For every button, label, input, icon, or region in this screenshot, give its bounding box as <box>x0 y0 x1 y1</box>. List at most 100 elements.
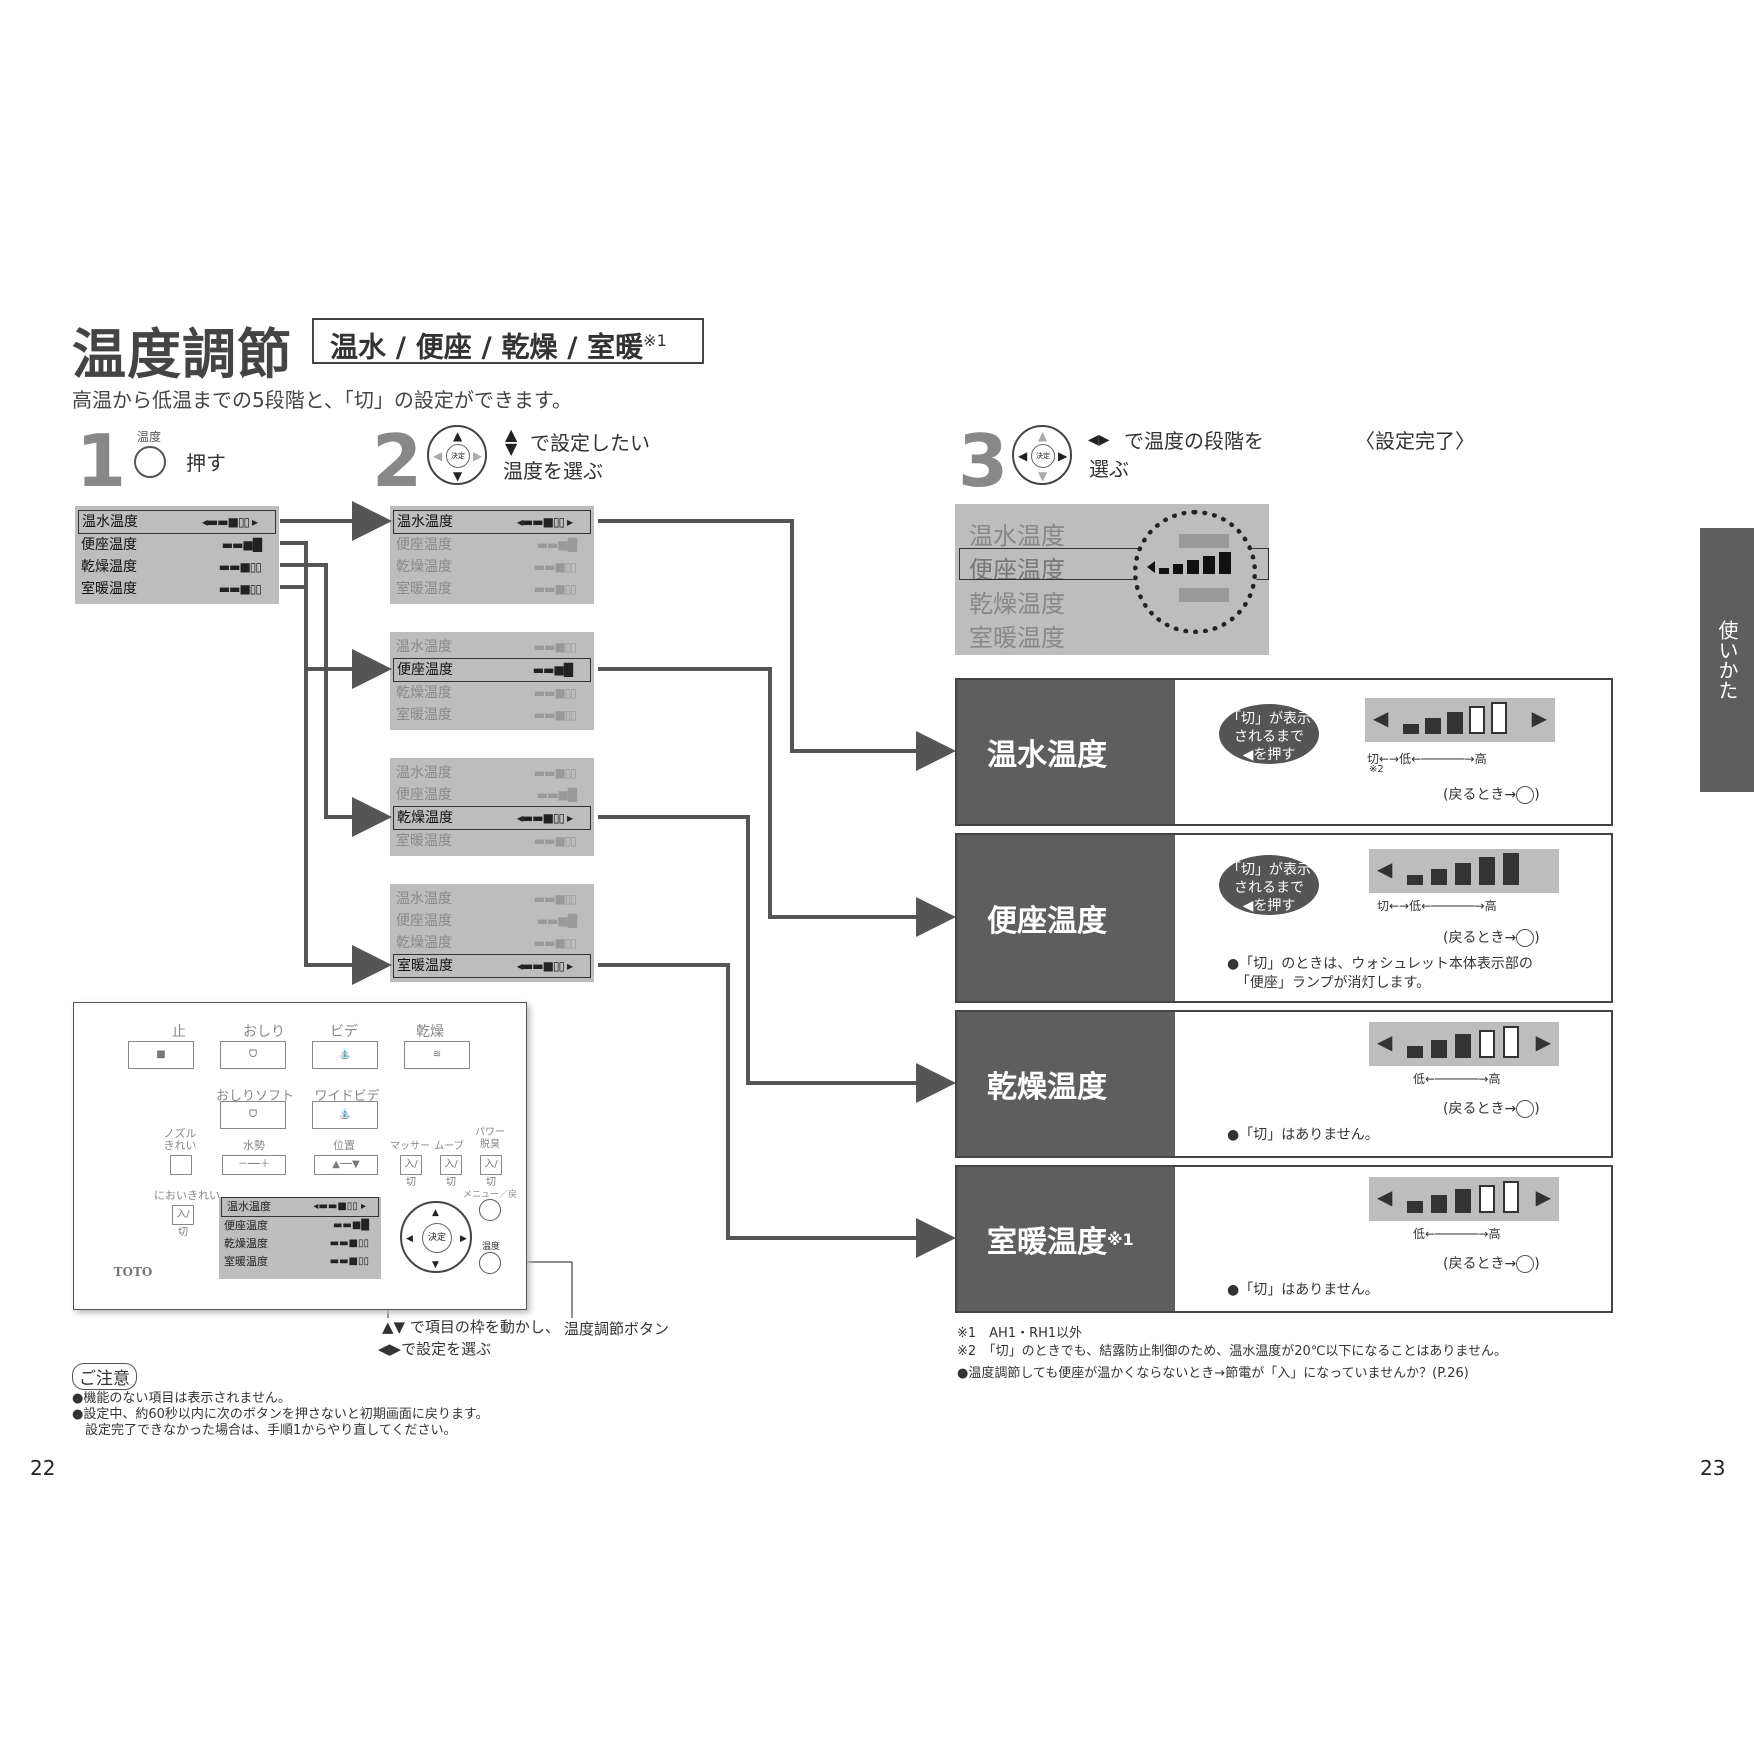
menu-item: 温水温度▬▬■▯▯ <box>396 639 577 655</box>
label-position: 位置 <box>333 1139 355 1152</box>
footnote-2: ※2 「切」のときでも、結露防止制御のため、温水温度が20℃以下になることはあり… <box>957 1344 1508 1359</box>
nozzle-clean-button[interactable] <box>170 1155 192 1175</box>
label-power: パワー <box>475 1127 505 1138</box>
menu-item: 室暖温度 <box>969 624 1065 652</box>
zoom-bars-icon <box>1147 534 1231 602</box>
position-control[interactable]: ▲──▼ <box>314 1155 378 1175</box>
stop-button[interactable]: ■ <box>128 1041 194 1069</box>
menu-item: 乾燥温度▬▬■▯▯ <box>396 935 577 951</box>
menu-item: 乾燥温度▬▬■▯▯ <box>81 559 262 575</box>
oshiri-soft-button[interactable]: ᗜ <box>220 1101 286 1129</box>
level-bars: ◀▶ <box>1369 1022 1559 1066</box>
back-hint: (戻るとき→) <box>1443 1255 1540 1273</box>
page-title: 温度調節 <box>72 323 292 386</box>
menu-item: 室暖温度▬▬■▯▯ <box>224 1255 369 1268</box>
label-stop: 止 <box>172 1024 186 1040</box>
level-scale: 切←→低←──────→高 <box>1367 752 1487 766</box>
level-bars: ◀▶ <box>1369 1177 1559 1221</box>
menu-item: 温水温度▬▬■▯▯ <box>396 891 577 907</box>
menu-item: 室暖温度▬▬■▯▯ <box>396 833 577 849</box>
label-water-pressure: 水勢 <box>243 1139 265 1152</box>
oshiri-button[interactable]: ᗜ <box>220 1041 286 1069</box>
odor-button[interactable]: 入/切 <box>172 1205 194 1238</box>
panel-label: 便座温度 <box>957 835 1175 1001</box>
remote-dpad[interactable]: ▲▼ ◀▶ 決定 <box>400 1201 472 1273</box>
remote-temperature-button[interactable] <box>479 1252 501 1274</box>
panel-warm-water: 温水温度 「切」が表示されるまで◀を押す ◀▶ 切←→低←──────→高 ※2… <box>955 678 1613 826</box>
label-kirei: きれい <box>163 1139 197 1152</box>
menu-item: 便座温度▬▬■█ <box>396 913 577 929</box>
caution-item: 設定完了できなかった場合は、手順1からやり直してください。 <box>72 1423 457 1438</box>
menu-item: 便座温度▬▬■█ <box>224 1219 369 1232</box>
menu-step1: 温水温度◂▬▬■▯▯ ▸ 便座温度▬▬■█ 乾燥温度▬▬■▯▯ 室暖温度▬▬■▯… <box>75 506 279 604</box>
label-move: ムーブ <box>434 1141 464 1152</box>
panel-label: 温水温度 <box>957 680 1175 824</box>
menu-item: 室暖温度▬▬■▯▯ <box>396 707 577 723</box>
back-button-icon <box>1516 786 1535 804</box>
up-down-icon: ▲▼ <box>505 425 518 458</box>
label-wide-bidet: ワイドビデ <box>314 1089 380 1104</box>
enter-button[interactable]: 決定 <box>446 444 470 468</box>
level-scale: 低←──────→高 <box>1413 1227 1501 1241</box>
step-2-line1: で設定したい <box>530 431 650 455</box>
menu-item: 温水温度◂▬▬■▯▯ ▸ <box>393 510 591 534</box>
label-bidet: ビデ <box>330 1024 358 1040</box>
panel-seat: 便座温度 「切」が表示されるまで◀を押す ◀ 切←→低←──────→高 (戻る… <box>955 833 1613 1003</box>
water-pressure-control[interactable]: －──＋ <box>222 1155 286 1175</box>
step-2-line2: 温度を選ぶ <box>503 459 603 483</box>
step-3-number: 3 <box>958 419 1009 503</box>
panel-room: 室暖温度※1 ◀▶ 低←──────→高 (戻るとき→) ●「切」はありません。 <box>955 1165 1613 1313</box>
intro-text: 高温から低温までの5段階と、「切」の設定ができます。 <box>72 388 572 412</box>
label-odor: においきれい <box>154 1189 220 1202</box>
menu-item: 室暖温度▬▬■▯▯ <box>396 581 577 597</box>
menu-step2-warm: 温水温度◂▬▬■▯▯ ▸ 便座温度▬▬■█ 乾燥温度▬▬■▯▯ 室暖温度▬▬■▯… <box>390 506 594 604</box>
label-oshiri-soft: おしりソフト <box>215 1089 294 1104</box>
menu-step3-large: 温水温度 便座温度 乾燥温度 室暖温度 <box>955 504 1269 655</box>
back-button-icon <box>1516 929 1535 947</box>
bidet-button[interactable]: ⛲ <box>312 1041 378 1069</box>
step-2-number: 2 <box>372 419 423 503</box>
menu-item: 乾燥温度 <box>969 590 1065 618</box>
menu-item: 便座温度▬▬■█ <box>396 537 577 553</box>
wide-bidet-button[interactable]: ⛲ <box>312 1101 378 1129</box>
menu-item: 乾燥温度◂▬▬■▯▯ ▸ <box>393 806 591 830</box>
brand-logo: TOTO <box>113 1265 153 1279</box>
left-right-icon: ◀▶ <box>1088 432 1110 448</box>
enter-button-3[interactable]: 決定 <box>1031 444 1055 468</box>
menu-item: 便座温度▬▬■█ <box>81 537 262 553</box>
dpad-icon-lr[interactable]: ▲▼ ◀▶ 決定 <box>1012 425 1072 485</box>
subtitle-note: ※1 <box>643 331 667 350</box>
menu-item: 室暖温度▬▬■▯▯ <box>81 581 262 597</box>
menu-back-button[interactable] <box>479 1199 501 1221</box>
footnote-3: ●温度調節しても便座が温かくならないとき→節電が「入」になっていませんか？(P.… <box>957 1366 1469 1381</box>
menu-item: 乾燥温度▬▬■▯▯ <box>396 685 577 701</box>
callout-move-frame: ▲▼ で項目の枠を動かし、 <box>382 1318 560 1336</box>
level-bars: ◀ <box>1369 849 1559 893</box>
step-1-button-caption: 温度 <box>137 430 162 444</box>
remote-enter-button[interactable]: 決定 <box>422 1223 452 1253</box>
dry-button[interactable]: ≋ <box>404 1041 470 1069</box>
panel-label: 乾燥温度 <box>957 1012 1175 1156</box>
massage-button[interactable]: 入/切 <box>400 1155 422 1188</box>
section-tab[interactable]: 使いかた <box>1700 528 1754 792</box>
menu-item: 室暖温度◂▬▬■▯▯ ▸ <box>393 954 591 978</box>
footnote-1: ※1 AH1・RH1以外 <box>957 1326 1083 1341</box>
label-oshiri: おしり <box>243 1024 285 1040</box>
label-temperature: 温度 <box>481 1242 500 1252</box>
panel-label: 室暖温度※1 <box>957 1167 1175 1311</box>
dpad-icon[interactable]: ▲▼ ◀▶ 決定 <box>427 425 487 485</box>
back-hint: (戻るとき→) <box>1443 929 1540 947</box>
move-button[interactable]: 入/切 <box>440 1155 462 1188</box>
caution-list: ●機能のない項目は表示されません。 ●設定中、約60秒以内に次のボタンを押さない… <box>72 1391 489 1439</box>
remote-display: 温水温度◂▬▬■▯▯ ▸ 便座温度▬▬■█ 乾燥温度▬▬■▯▯ 室暖温度▬▬■▯… <box>219 1197 381 1279</box>
deodorize-button[interactable]: 入/切 <box>480 1155 502 1188</box>
temperature-button-icon[interactable] <box>134 446 166 478</box>
instruction-bubble: 「切」が表示されるまで◀を押す <box>1219 704 1319 764</box>
label-dry: 乾燥 <box>416 1024 444 1040</box>
level-bars: ◀▶ <box>1365 698 1555 742</box>
level-scale: 低←──────→高 <box>1413 1072 1501 1086</box>
menu-item: 便座温度▬▬■█ <box>393 658 591 682</box>
callout-select: ◀▶で設定を選ぶ <box>378 1340 492 1358</box>
step-1-number: 1 <box>76 419 127 503</box>
